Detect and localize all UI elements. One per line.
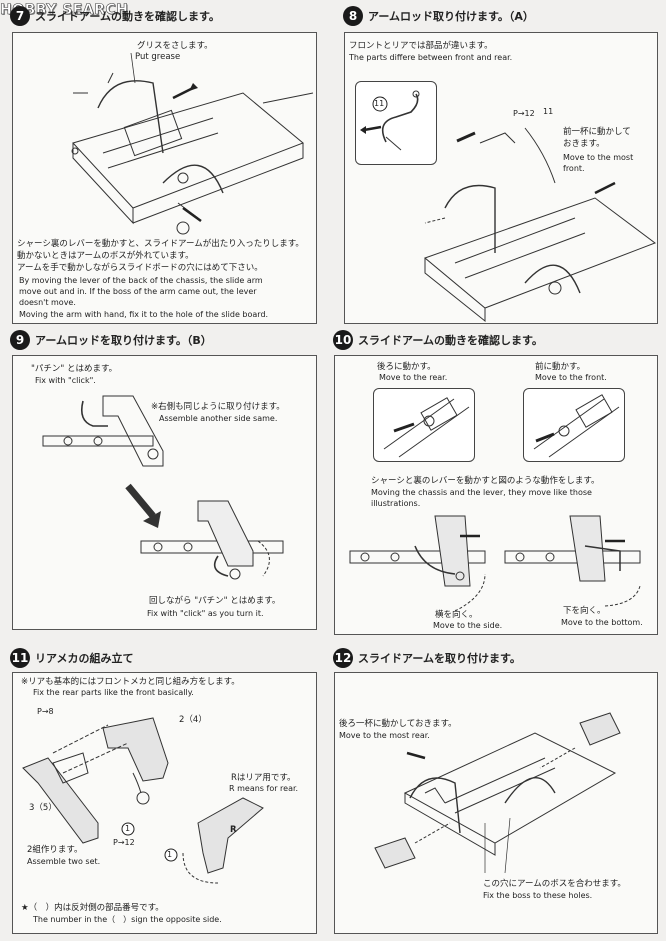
same-as-front-en: Fix the rear parts like the front basica… (33, 688, 194, 697)
most-rear-jp: 後ろ一杯に動かしておきます。 (339, 719, 457, 729)
step-7-en-line-3: doesn't move. (19, 298, 76, 307)
motion-en-2: illustrations. (371, 499, 421, 508)
part-number-1-b: 1 (167, 850, 173, 859)
step-number-badge: 11 (10, 648, 30, 668)
grease-label-jp: グリスをさします。 (137, 41, 213, 51)
step-7-en-line-4: Moving the arm with hand, fix it to the … (19, 310, 269, 319)
boss-holes-en: Fix the boss to these holes. (483, 891, 593, 900)
step-9-panel: "パチン" とはめます。 Fix with "click". ※右側も同じように… (12, 355, 317, 630)
step-11-panel: ※リアも基本的にはフロントメカと同じ組み方をします。 Fix the rear … (12, 672, 317, 934)
step-number-badge: 10 (333, 330, 353, 350)
parts-differ-jp: フロントとリアでは部品が違います。 (349, 41, 493, 51)
part-number-ref: 11 (543, 107, 554, 116)
click-label-jp: "パチン" とはめます。 (31, 364, 118, 374)
turn-label-jp: 回しながら "パチン" とはめます。 (149, 596, 281, 606)
step-12-header: 12 スライドアームを取り付けます。 (333, 648, 521, 668)
step-8-header: 8 アームロッド取り付けます。（A） (343, 6, 534, 26)
front-en-line-1: Move to the most (563, 153, 634, 162)
step-7-header: 7 スライドアームの動きを確認します。 (10, 6, 220, 26)
step-7-jp-line-3: アームを手で動かしながらスライドボードの穴にはめて下さい。 (17, 263, 263, 273)
front-move-inset (523, 388, 625, 462)
click-label-en: Fix with "click". (35, 376, 96, 385)
step-title: アームロッドを取り付けます。（B） (35, 334, 212, 347)
step-7-en-line-1: By moving the lever of the back of the c… (19, 276, 263, 285)
boss-holes-jp: この穴にアームのボスを合わせます。 (483, 879, 626, 889)
r-mark: R (230, 825, 237, 835)
side-bottom-motion-illustration (349, 515, 641, 612)
page-ref: P→12 (513, 109, 535, 118)
part-number-1-a: 1 (125, 824, 131, 833)
rod-click-illustration (42, 395, 284, 580)
opposite-note-jp: ★（ ）内は反対側の部品番号です。 (21, 903, 164, 913)
slide-arm-fitting-illustration (374, 712, 621, 874)
step-title: スライドアームの動きを確認します。 (35, 10, 220, 23)
part-label-3-5: 3（5） (29, 803, 57, 813)
motion-en-1: Moving the chassis and the lever, they m… (371, 488, 592, 497)
parts-differ-en: The parts differe between front and rear… (349, 53, 513, 62)
step-number-badge: 8 (343, 6, 363, 26)
front-label-jp: 前に動かす。 (535, 362, 586, 372)
turn-label-en: Fix with "click" as you turn it. (147, 609, 264, 618)
r-for-rear-en: R means for rear. (229, 784, 299, 793)
grease-label-en: Put grease (135, 52, 181, 62)
front-jp-line-2: おきます。 (563, 139, 605, 149)
two-sets-en: Assemble two set. (27, 857, 101, 866)
rear-mecha-assembly-illustration (22, 717, 264, 884)
side-label-en: Move to the side. (433, 621, 503, 630)
front-en-line-2: front. (563, 164, 585, 173)
step-number-badge: 7 (10, 6, 30, 26)
step-11-header: 11 リアメカの組み立て (10, 648, 133, 668)
step-title: スライドアームを取り付けます。 (358, 652, 521, 665)
opposite-note-en: The number in the（ ）sign the opposite si… (33, 915, 222, 924)
page-ref-a: P→8 (37, 707, 54, 716)
motion-jp: シャーシと裏のレバーを動かすと図のような動作をします。 (371, 476, 600, 486)
step-title: アームロッド取り付けます。（A） (368, 10, 534, 23)
step-7-jp-line-2: 動かないときはアームのボスが外れています。 (17, 251, 194, 261)
part-label-2-4: 2（4） (179, 715, 207, 725)
step-8-panel: フロントとリアでは部品が違います。 The parts differe betw… (344, 32, 658, 324)
rod-detail-inset: 11 (355, 81, 437, 165)
hobby-search-logo: HOBBY SEARCH (0, 2, 129, 19)
step-number-badge: 12 (333, 648, 353, 668)
two-sets-jp: 2組作ります。 (27, 845, 83, 855)
step-10-panel: 後ろに動かす。 Move to the rear. 前に動かす。 Move to… (334, 355, 658, 635)
same-as-front-jp: ※リアも基本的にはフロントメカと同じ組み方をします。 (21, 677, 240, 687)
slide-arm-chassis-illustration (71, 52, 314, 235)
front-jp-line-1: 前一杯に動かして (563, 127, 631, 137)
bottom-label-en: Move to the bottom. (561, 618, 643, 627)
page-ref-b: P→12 (113, 838, 135, 847)
rear-label-jp: 後ろに動かす。 (377, 362, 436, 372)
part-number-circle: 11 (374, 99, 385, 108)
r-for-rear-jp: Rはリア用です。 (231, 773, 296, 783)
rear-move-inset (373, 388, 475, 462)
step-7-jp-line-1: シャーシ裏のレバーを動かすと、スライドアームが出たり入ったりします。 (17, 239, 304, 249)
other-side-jp: ※右側も同じように取り付けます。 (151, 402, 285, 412)
front-label-en: Move to the front. (535, 373, 607, 382)
most-rear-en: Move to the most rear. (339, 731, 430, 740)
other-side-en: Assemble another side same. (159, 414, 278, 423)
front-rod-chassis-illustration (424, 127, 657, 323)
arm-rod-part-illustration (360, 90, 420, 151)
step-12-panel: 後ろ一杯に動かしておきます。 Move to the most rear. この… (334, 672, 658, 934)
step-10-header: 10 スライドアームの動きを確認します。 (333, 330, 543, 350)
rear-move-illustration (383, 397, 470, 458)
step-7-panel: グリスをさします。 Put grease シャーシ裏のレバーを動かすと、スライド… (12, 32, 317, 324)
side-label-jp: 横を向く。 (435, 610, 478, 620)
bottom-label-jp: 下を向く。 (563, 606, 606, 616)
step-title: リアメカの組み立て (35, 652, 134, 665)
step-7-en-line-2: move out and in. If the boss of the arm … (19, 287, 257, 296)
front-move-illustration (533, 394, 620, 458)
rear-label-en: Move to the rear. (379, 373, 448, 382)
step-title: スライドアームの動きを確認します。 (358, 334, 543, 347)
step-9-header: 9 アームロッドを取り付けます。（B） (10, 330, 212, 350)
step-number-badge: 9 (10, 330, 30, 350)
